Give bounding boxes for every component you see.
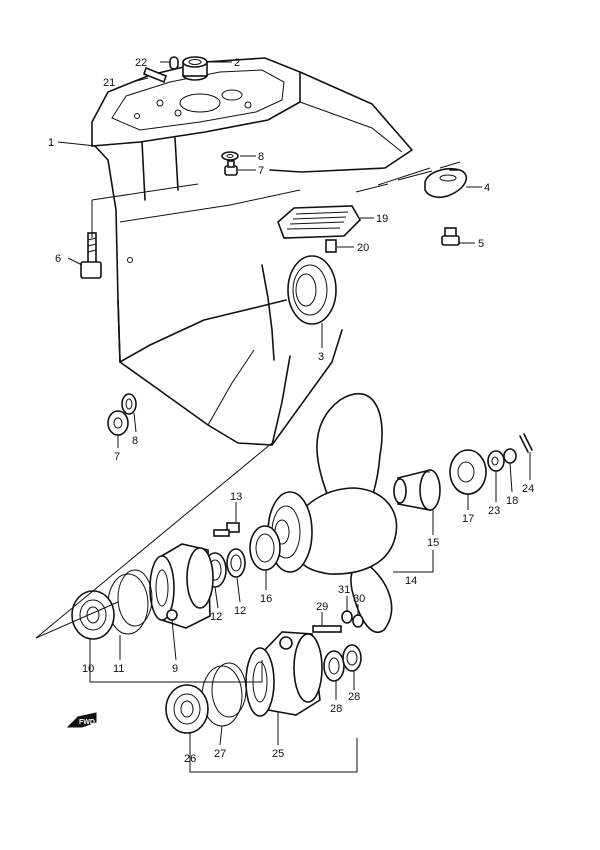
part-6-bolt — [80, 232, 102, 279]
part-7-plug-upper — [224, 160, 238, 176]
part-7-plug-lower — [107, 410, 129, 436]
callout-11: 11 — [113, 663, 124, 675]
part-30-nut — [352, 614, 364, 628]
callout-1: 1 — [48, 137, 54, 149]
callout-3: 3 — [318, 351, 324, 363]
part-26-bearing — [165, 684, 209, 734]
callout-labels: 1 2 3 4 5 6 7 7 8 8 9 10 11 12 12 13 14 … — [48, 57, 534, 765]
part-13-bolt — [213, 522, 240, 537]
part-14-propeller — [267, 393, 398, 633]
part-8-washer-upper — [221, 151, 239, 161]
part-15-spacer — [393, 468, 441, 511]
bearing-3 — [287, 255, 337, 325]
callout-16: 16 — [260, 593, 272, 605]
callout-10: 10 — [82, 663, 94, 675]
callout-27: 27 — [214, 748, 226, 760]
part-4-anode — [424, 167, 468, 198]
part-12-seal-b — [226, 548, 246, 578]
callout-21: 21 — [103, 77, 115, 89]
callout-22: 22 — [135, 57, 147, 69]
callout-12-b: 12 — [234, 605, 246, 617]
part-28-seal-b — [342, 644, 362, 672]
part-23-nut — [487, 450, 505, 472]
callout-28-a: 28 — [330, 703, 342, 715]
gear-case-housing — [91, 57, 413, 446]
part-22-pin — [169, 56, 179, 70]
callout-31: 31 — [338, 584, 350, 596]
part-21-key — [143, 66, 167, 84]
part-16-bearing — [249, 525, 281, 571]
part-20-bolt — [325, 239, 337, 253]
part-8-washer-lower — [121, 393, 137, 415]
callout-9: 9 — [172, 663, 178, 675]
part-17-washer — [449, 449, 487, 495]
part-18-cotter — [503, 448, 517, 464]
callout-28-b: 28 — [348, 691, 360, 703]
callout-17: 17 — [462, 513, 474, 525]
fwd-arrow-icon: FWD — [66, 712, 97, 728]
callout-8-upper: 8 — [258, 151, 264, 163]
part-10-bearing — [71, 590, 115, 640]
callout-2: 2 — [234, 57, 240, 69]
callout-26: 26 — [184, 753, 196, 765]
callout-13: 13 — [230, 491, 242, 503]
part-29-bolt — [312, 625, 342, 633]
callout-7-upper: 7 — [258, 165, 264, 177]
part-9-carrier — [149, 543, 214, 629]
callout-8-lower: 8 — [132, 435, 138, 447]
part-27-oring — [201, 662, 247, 727]
grouping-lines — [35, 161, 461, 773]
part-2-bushing — [182, 56, 208, 81]
callout-18: 18 — [506, 495, 518, 507]
callout-25: 25 — [272, 748, 284, 760]
callout-6: 6 — [55, 253, 61, 265]
callout-29: 29 — [316, 601, 328, 613]
callout-19: 19 — [376, 213, 388, 225]
part-11-oring — [107, 569, 153, 635]
callout-4: 4 — [484, 182, 490, 194]
fwd-label: FWD — [79, 719, 95, 726]
callout-14: 14 — [405, 575, 417, 587]
part-24-pin — [519, 433, 533, 453]
callout-5: 5 — [478, 238, 484, 250]
callout-20: 20 — [357, 242, 369, 254]
callout-24: 24 — [522, 483, 534, 495]
part-31-washer — [341, 610, 353, 624]
callout-30: 30 — [353, 593, 365, 605]
callout-15: 15 — [427, 537, 439, 549]
part-25-carrier — [245, 631, 323, 717]
part-28-seal-a — [323, 650, 345, 682]
callout-7-lower: 7 — [114, 451, 120, 463]
callout-23: 23 — [488, 505, 500, 517]
part-5-screw — [441, 227, 460, 246]
part-19-water-inlet — [277, 205, 361, 239]
leader-lines — [57, 61, 531, 750]
callout-12-a: 12 — [210, 611, 222, 623]
